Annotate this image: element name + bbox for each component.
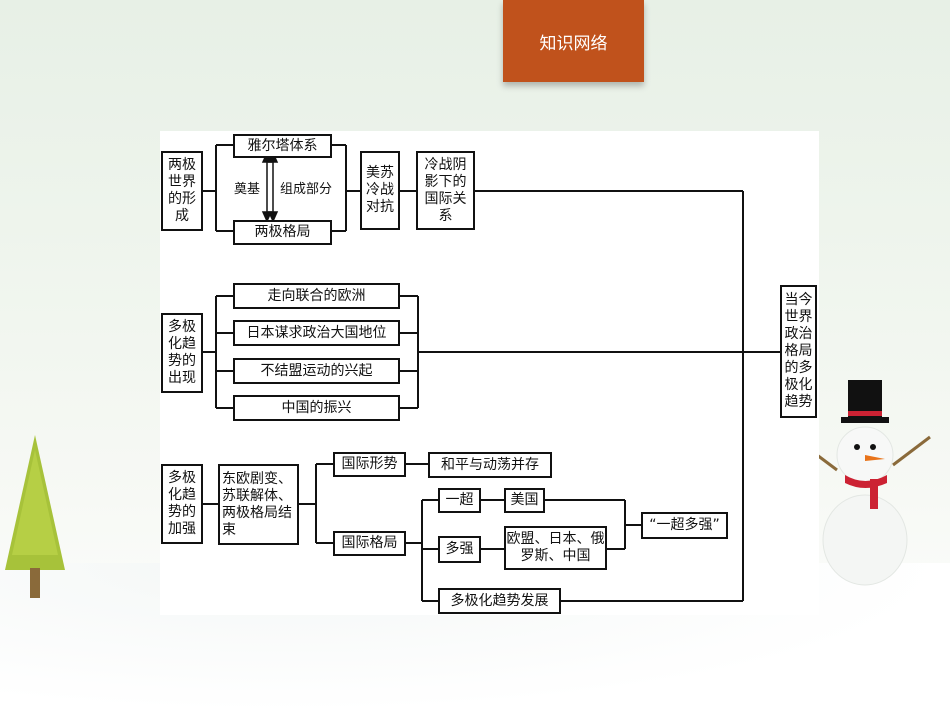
multipolar-trend-node: 多极化趋势发展	[438, 588, 561, 614]
pine-tree-icon	[5, 435, 65, 598]
cold-war-relations-node: 冷战阴影下的国际关系	[416, 151, 475, 230]
result-multipolar-node: 当今世界政治格局的多极化趋势	[780, 285, 817, 418]
group-multipolar-strengthening: 多极化趋势的加强	[161, 464, 203, 544]
international-situation-node: 国际形势	[333, 452, 406, 477]
china-revival-node: 中国的振兴	[233, 395, 400, 421]
powers-list-node: 欧盟、日本、俄罗斯、中国	[504, 526, 607, 570]
international-structure-node: 国际格局	[333, 531, 406, 556]
europe-union-node: 走向联合的欧洲	[233, 283, 400, 309]
peace-turmoil-node: 和平与动荡并存	[428, 452, 552, 478]
group-multipolar-emergence: 多极化趋势的出现	[161, 313, 203, 393]
one-superpower-node: 一超	[438, 488, 481, 513]
us-ussr-cold-war-node: 美苏冷战对抗	[360, 151, 400, 230]
snowman-icon	[816, 380, 931, 586]
usa-node: 美国	[504, 488, 545, 513]
edge-label-foundation: 奠基	[234, 178, 261, 197]
non-aligned-node: 不结盟运动的兴起	[233, 358, 400, 384]
one-super-many-powers-node: “一超多强”	[641, 512, 728, 539]
group-bipolar-world: 两极世界的形成	[161, 151, 203, 231]
collapse-node: 东欧剧变、苏联解体、两极格局结束	[218, 464, 299, 545]
japan-power-node: 日本谋求政治大国地位	[233, 320, 400, 346]
knowledge-diagram: 两极世界的形成 雅尔塔体系 两极格局 奠基 组成部分 美苏冷战对抗 冷战阴影下的…	[160, 131, 819, 615]
many-powers-node: 多强	[438, 536, 481, 563]
bipolar-pattern-node: 两极格局	[233, 220, 332, 245]
yalta-system-node: 雅尔塔体系	[233, 134, 332, 158]
section-title: 知识网络	[539, 33, 608, 54]
edge-label-component: 组成部分	[280, 178, 333, 197]
section-title-tab: 知识网络	[503, 0, 644, 82]
